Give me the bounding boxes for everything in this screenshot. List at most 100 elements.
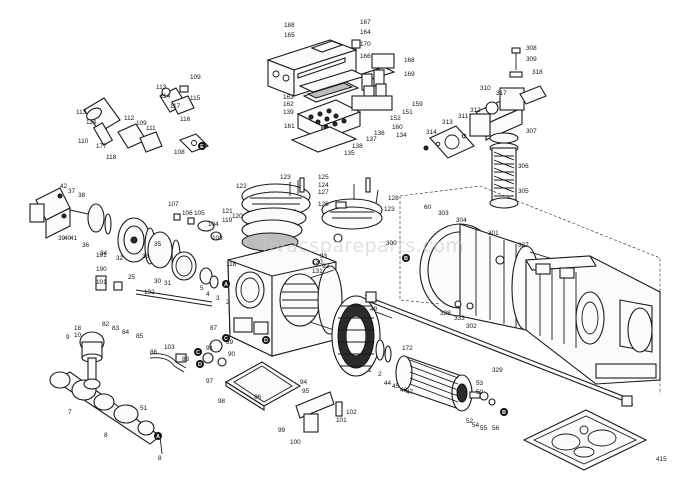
part-label-305: 305 xyxy=(518,188,529,195)
part-label-301: 301 xyxy=(488,230,499,237)
compressor-crankcase xyxy=(227,243,343,357)
part-label-162: 162 xyxy=(283,101,294,108)
part-label-118: 118 xyxy=(226,261,237,268)
part-label-45: 45 xyxy=(392,383,400,390)
part-label-109: 109 xyxy=(136,120,147,127)
part-label-9: 9 xyxy=(66,334,70,341)
part-label-52: 52 xyxy=(466,418,474,425)
part-label-50: 50 xyxy=(476,389,484,396)
part-label-8: 8 xyxy=(104,432,108,439)
callout-b-housing: B xyxy=(402,254,410,262)
part-label-31: 31 xyxy=(164,280,172,287)
svg-text:E: E xyxy=(200,144,204,150)
part-label-101: 101 xyxy=(96,279,107,286)
part-label-94: 94 xyxy=(300,379,308,386)
part-label-333: 333 xyxy=(454,315,465,322)
part-label-85: 85 xyxy=(136,333,144,340)
part-label-121: 121 xyxy=(222,208,233,215)
oil-sight-glass xyxy=(202,339,227,367)
part-label-95: 95 xyxy=(302,388,310,395)
watermark-text: hvacspareparts.com xyxy=(262,235,465,257)
part-label-128: 128 xyxy=(388,195,399,202)
part-label-49: 49 xyxy=(370,306,378,313)
part-label-317: 317 xyxy=(496,90,507,97)
part-label-32: 32 xyxy=(116,255,124,262)
part-label-39: 39 xyxy=(58,235,66,242)
part-label-88: 88 xyxy=(182,356,190,363)
suction-valve-assembly xyxy=(423,47,547,209)
part-label-123: 123 xyxy=(384,206,395,213)
part-label-122: 122 xyxy=(236,183,247,190)
part-label-83: 83 xyxy=(112,325,120,332)
part-label-307: 307 xyxy=(526,128,537,135)
part-label-312: 312 xyxy=(470,107,481,114)
part-label-188: 188 xyxy=(284,22,295,29)
part-label-40: 40 xyxy=(64,235,72,242)
part-label-120: 120 xyxy=(232,213,243,220)
part-label-130: 130 xyxy=(312,259,323,266)
motor-rotor xyxy=(395,355,496,412)
part-label-102: 102 xyxy=(346,409,357,416)
part-label-86: 86 xyxy=(150,349,158,356)
part-label-2: 2 xyxy=(378,371,382,378)
part-label-177: 177 xyxy=(96,143,107,150)
part-label-103: 103 xyxy=(212,235,223,242)
part-label-104: 104 xyxy=(208,221,219,228)
part-label-124: 124 xyxy=(318,182,329,189)
part-label-99: 99 xyxy=(278,427,286,434)
part-label-30: 30 xyxy=(154,278,162,285)
motor-stator xyxy=(331,295,392,377)
part-label-44: 44 xyxy=(384,380,392,387)
part-label-304: 304 xyxy=(456,217,467,224)
part-label-38: 38 xyxy=(78,192,86,199)
part-label-47: 47 xyxy=(406,389,414,396)
part-label-101: 101 xyxy=(336,417,347,424)
part-label-91: 91 xyxy=(206,345,214,352)
cylinder-head-left xyxy=(241,180,311,252)
part-label-25: 25 xyxy=(128,274,136,281)
svg-text:C: C xyxy=(224,336,228,342)
part-label-310: 310 xyxy=(480,85,491,92)
callout-a-shaft: A xyxy=(154,432,162,440)
top-left-valve-assembly xyxy=(83,85,209,153)
callout-letter-markers: E B A C D C D A B xyxy=(154,142,508,440)
part-label-119: 119 xyxy=(222,217,233,224)
part-label-108: 108 xyxy=(174,149,185,156)
part-label-109: 109 xyxy=(190,74,201,81)
part-label-7: 7 xyxy=(68,409,72,416)
part-label-314: 314 xyxy=(426,129,437,136)
part-label-167: 167 xyxy=(360,19,371,26)
part-label-116: 116 xyxy=(180,116,191,123)
part-label-100: 100 xyxy=(290,439,301,446)
svg-text:B: B xyxy=(404,256,408,262)
part-label-327: 327 xyxy=(518,242,529,249)
svg-text:A: A xyxy=(156,434,160,440)
part-label-55: 55 xyxy=(480,425,488,432)
part-label-105: 105 xyxy=(194,210,205,217)
part-label-160: 160 xyxy=(392,124,403,131)
part-label-2: 2 xyxy=(226,299,230,306)
part-label-166: 166 xyxy=(360,53,371,60)
part-label-4: 4 xyxy=(206,291,210,298)
part-label-415: 415 xyxy=(656,456,667,463)
part-label-56: 56 xyxy=(492,425,500,432)
part-label-139: 139 xyxy=(283,109,294,116)
crankshaft xyxy=(49,371,163,455)
part-label-125: 125 xyxy=(318,174,329,181)
part-label-53: 53 xyxy=(476,380,484,387)
part-label-98: 98 xyxy=(218,398,226,405)
part-label-106: 106 xyxy=(182,210,193,217)
callout-c-tube: C xyxy=(194,348,202,356)
part-label-89: 89 xyxy=(226,339,234,346)
part-label-107: 107 xyxy=(168,201,179,208)
part-label-111: 111 xyxy=(146,125,156,132)
piston-connecting-rod xyxy=(79,331,105,390)
part-label-192: 192 xyxy=(144,289,155,296)
part-label-36: 36 xyxy=(82,242,90,249)
svg-text:A: A xyxy=(224,282,228,288)
cylinder-head-right xyxy=(321,184,383,230)
callout-b-rotor: B xyxy=(500,408,508,416)
part-label-311: 311 xyxy=(458,113,469,120)
part-label-96: 96 xyxy=(254,394,262,401)
